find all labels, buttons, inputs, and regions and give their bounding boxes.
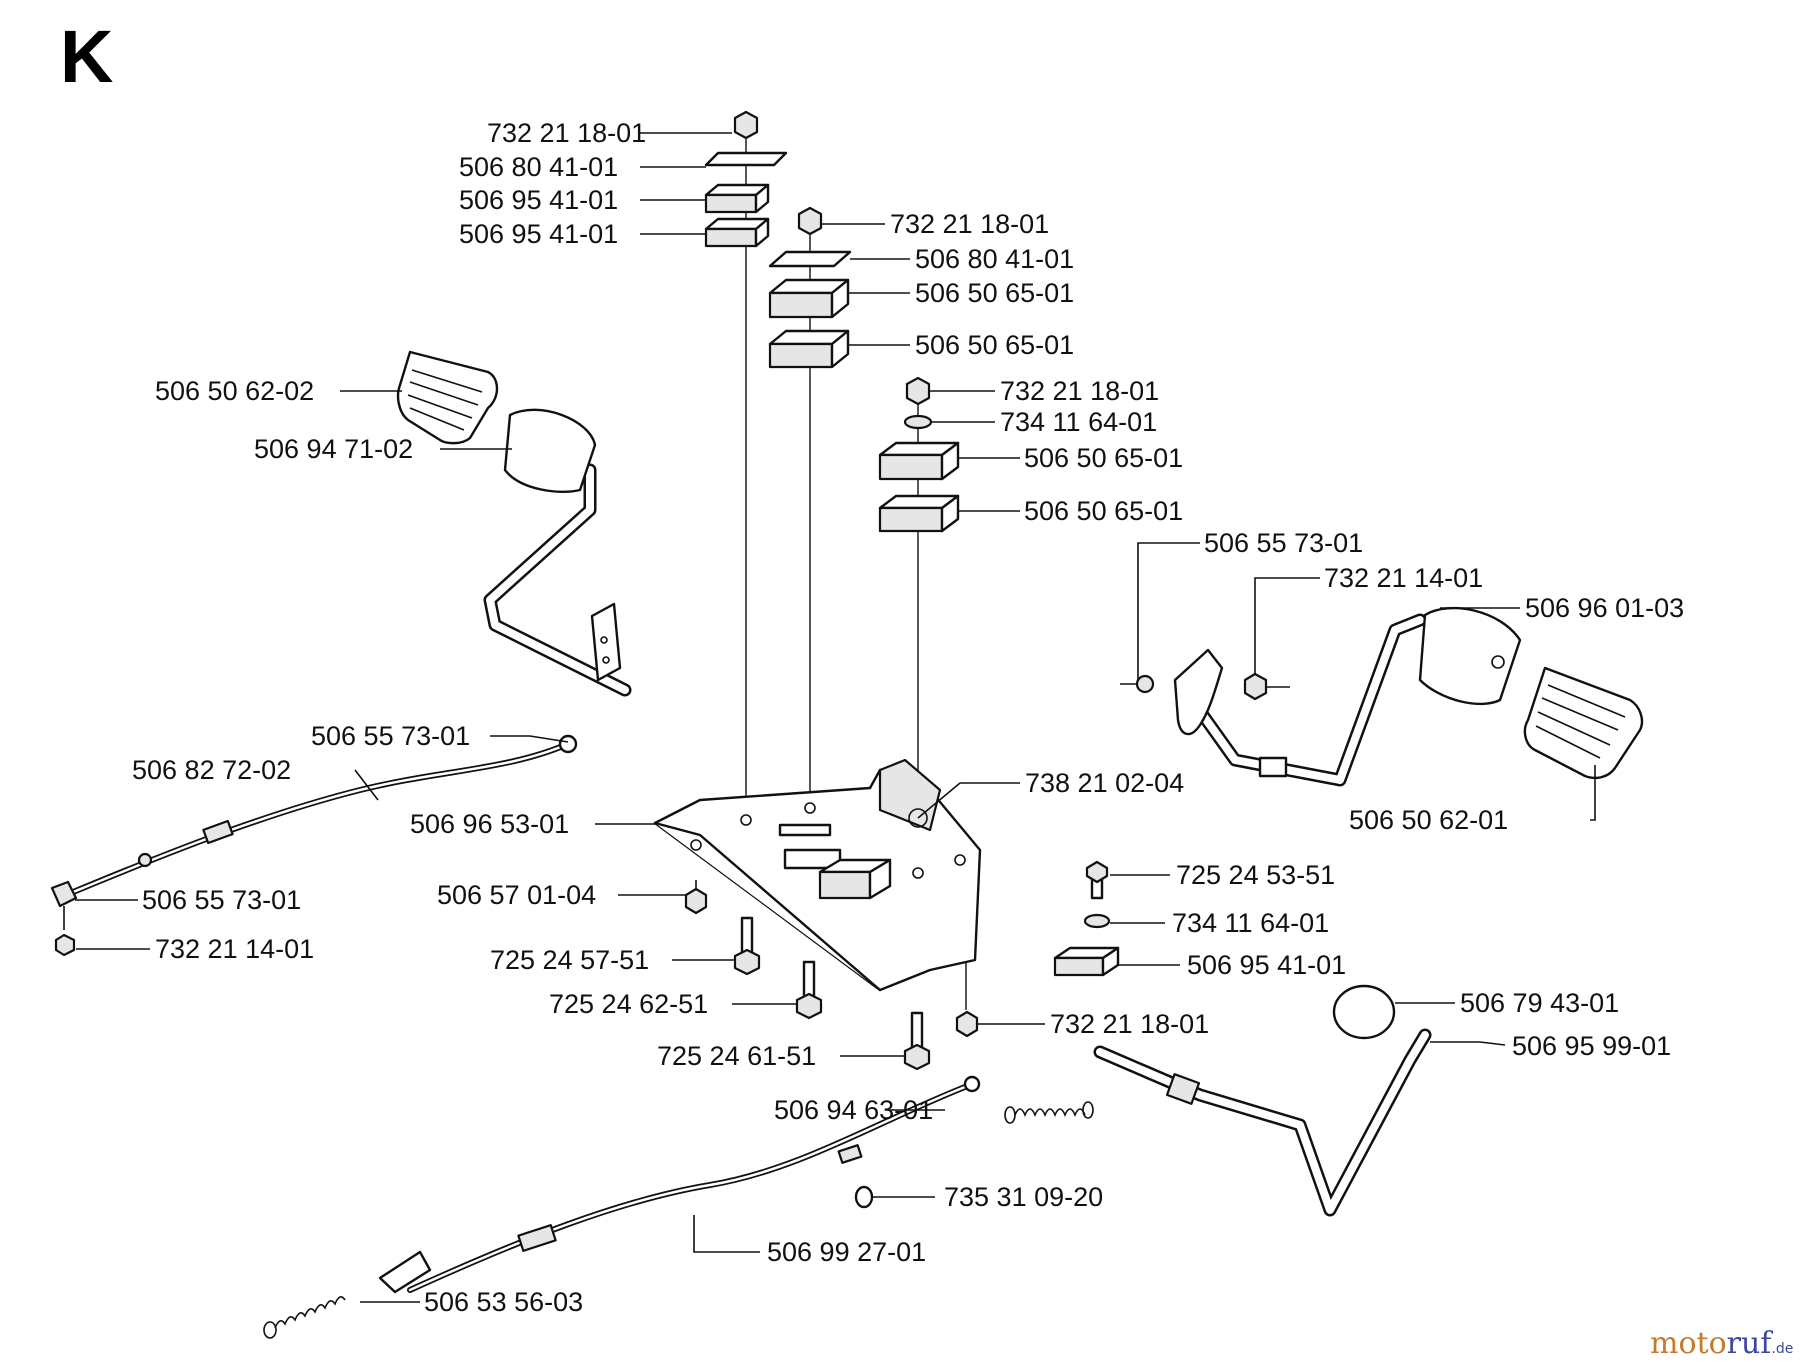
part-label: 506 80 41-01 bbox=[915, 244, 1074, 274]
part-label: 506 50 62-01 bbox=[1349, 805, 1508, 835]
clip-ring-icon bbox=[854, 1185, 874, 1209]
part-label: 506 57 01-04 bbox=[437, 880, 596, 910]
spring-icon bbox=[263, 1296, 346, 1339]
part-label: 506 50 65-01 bbox=[1024, 443, 1183, 473]
bolt-icon bbox=[684, 880, 708, 915]
cable-fitting-icon bbox=[202, 819, 234, 845]
part-label: 725 24 53-51 bbox=[1176, 860, 1335, 890]
part-label: 506 96 53-01 bbox=[410, 809, 569, 839]
clip-icon bbox=[1258, 756, 1288, 778]
bolt-icon bbox=[1135, 674, 1155, 694]
cable-end-icon bbox=[558, 734, 578, 754]
part-label: 506 53 56-03 bbox=[424, 1287, 583, 1317]
part-label: 732 21 14-01 bbox=[1324, 563, 1483, 593]
nut-icon bbox=[955, 1010, 979, 1038]
nut-icon bbox=[54, 933, 76, 957]
part-label: 734 11 64-01 bbox=[1172, 908, 1329, 938]
block-icon bbox=[704, 217, 770, 248]
nut-icon bbox=[733, 110, 759, 140]
part-label: 506 95 41-01 bbox=[459, 185, 618, 215]
part-label: 506 79 43-01 bbox=[1460, 988, 1619, 1018]
spring-icon bbox=[1004, 1101, 1094, 1124]
nut-icon bbox=[797, 206, 823, 236]
plate-icon bbox=[768, 250, 852, 268]
part-label: 506 50 65-01 bbox=[915, 330, 1074, 360]
plate-icon bbox=[704, 151, 788, 167]
part-label: 735 31 09-20 bbox=[944, 1182, 1103, 1212]
cable-upper bbox=[50, 734, 578, 957]
part-label: 732 21 14-01 bbox=[155, 934, 314, 964]
part-label: 506 95 41-01 bbox=[1187, 950, 1346, 980]
base-plate bbox=[653, 758, 982, 992]
leader-lines bbox=[75, 132, 1596, 1303]
stack-right bbox=[878, 376, 960, 533]
part-label: 506 96 01-03 bbox=[1525, 593, 1684, 623]
cable-end-icon bbox=[963, 1075, 981, 1093]
part-label: 506 94 71-02 bbox=[254, 434, 413, 464]
cable-lower bbox=[378, 1075, 981, 1294]
part-label: 506 50 65-01 bbox=[915, 278, 1074, 308]
block-icon bbox=[878, 441, 960, 481]
part-labels: 732 21 18-01 506 80 41-01 506 95 41-01 5… bbox=[132, 118, 1684, 1317]
nut-icon bbox=[905, 376, 931, 406]
part-label: 506 80 41-01 bbox=[459, 152, 618, 182]
pedal-pad-icon bbox=[396, 350, 499, 445]
bolt-icon bbox=[903, 1011, 931, 1071]
part-label: 738 21 02-04 bbox=[1025, 768, 1184, 798]
clip-icon bbox=[1165, 1073, 1201, 1105]
part-label: 506 94 63-01 bbox=[774, 1095, 933, 1125]
knob-icon bbox=[1332, 984, 1396, 1040]
part-label: 732 21 18-01 bbox=[1050, 1009, 1209, 1039]
part-label: 732 21 18-01 bbox=[1000, 376, 1159, 406]
part-label: 506 82 72-02 bbox=[132, 755, 291, 785]
ball-joint-icon bbox=[50, 880, 78, 908]
washer-icon bbox=[903, 414, 933, 430]
part-label: 725 24 61-51 bbox=[657, 1041, 816, 1071]
part-label: 506 50 62-02 bbox=[155, 376, 314, 406]
part-label: 734 11 64-01 bbox=[1000, 407, 1157, 437]
block-icon bbox=[878, 494, 960, 533]
slot-icon bbox=[778, 823, 832, 837]
nut-icon bbox=[1243, 672, 1268, 701]
cable-fitting-icon bbox=[517, 1224, 557, 1252]
stack-bracket bbox=[1053, 860, 1120, 977]
part-label: 732 21 18-01 bbox=[890, 209, 1049, 239]
block-icon bbox=[818, 858, 892, 900]
block-icon bbox=[1053, 946, 1120, 977]
svg-text:motoruf.de: motoruf.de bbox=[1650, 1326, 1793, 1361]
cable-bracket-icon bbox=[378, 1250, 432, 1294]
part-label: 506 95 41-01 bbox=[459, 219, 618, 249]
stack-middle bbox=[768, 206, 852, 369]
part-label: 506 55 73-01 bbox=[142, 885, 301, 915]
watermark-logo: motoruf.de bbox=[1650, 1326, 1793, 1361]
block-icon bbox=[768, 329, 850, 369]
pedal-left bbox=[396, 350, 632, 697]
block-icon bbox=[768, 278, 850, 319]
pedal-right bbox=[1120, 607, 1644, 787]
part-label: 506 55 73-01 bbox=[1204, 528, 1363, 558]
part-label: 725 24 57-51 bbox=[490, 945, 649, 975]
part-label: 506 99 27-01 bbox=[767, 1237, 926, 1267]
part-label: 725 24 62-51 bbox=[549, 989, 708, 1019]
part-label: 506 50 65-01 bbox=[1024, 496, 1183, 526]
bolt-icon bbox=[795, 960, 823, 1020]
selector-rod bbox=[1093, 984, 1432, 1217]
pedal-lever-icon bbox=[1173, 648, 1224, 736]
bolt-icon bbox=[733, 916, 761, 976]
pedal-arm-icon bbox=[503, 408, 597, 493]
washer-icon bbox=[1083, 913, 1111, 929]
pedal-arm-icon bbox=[1418, 607, 1522, 706]
pedal-pad-icon bbox=[1523, 666, 1644, 780]
part-label: 732 21 18-01 bbox=[487, 118, 646, 148]
part-label: 506 95 99-01 bbox=[1512, 1031, 1671, 1061]
stack-left bbox=[704, 110, 788, 248]
part-label: 506 55 73-01 bbox=[311, 721, 470, 751]
block-icon bbox=[704, 183, 770, 214]
section-letter: K bbox=[60, 15, 113, 98]
